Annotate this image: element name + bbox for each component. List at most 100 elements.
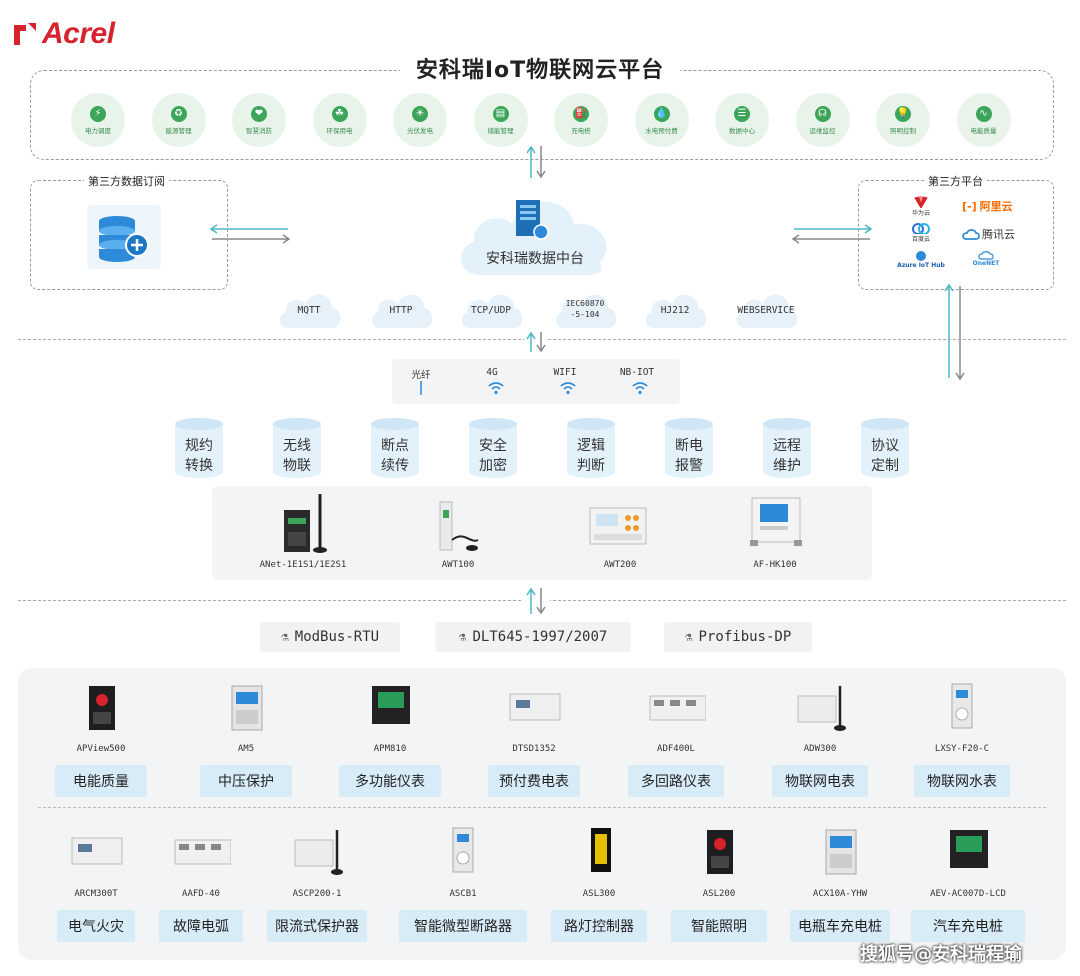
aliyun-cloud: [-]阿里云 bbox=[962, 199, 1013, 214]
function-item: 远程维护 bbox=[763, 418, 811, 478]
cloud-icon bbox=[645, 294, 707, 328]
device-category-tag[interactable]: 路灯控制器 bbox=[551, 910, 647, 942]
function-label: 协议定制 bbox=[861, 436, 909, 476]
device-category-tag[interactable]: 物联网水表 bbox=[914, 765, 1010, 797]
platform-module[interactable]: ⛽ 充电桩 bbox=[554, 93, 608, 147]
device-category-tag[interactable]: 故障电弧 bbox=[159, 910, 243, 942]
brand-name: Acrel bbox=[42, 17, 115, 50]
device-category-tag[interactable]: 智能照明 bbox=[671, 910, 767, 942]
module-icon: ⛽ bbox=[573, 105, 589, 122]
platform-module[interactable]: ♻ 能源管理 bbox=[151, 93, 206, 147]
vertical-arrows-icon bbox=[944, 283, 965, 381]
device-category-tag[interactable]: 智能微型断路器 bbox=[399, 910, 527, 942]
device-model: ASCP200-1 bbox=[292, 889, 342, 899]
cloud-icon bbox=[461, 294, 523, 328]
device-category-tag[interactable]: 电瓶车充电桩 bbox=[790, 910, 890, 942]
device-image bbox=[951, 683, 973, 729]
cylinder-icon bbox=[567, 418, 615, 478]
module-label: 环保用电 bbox=[326, 126, 353, 135]
cylinder-icon bbox=[273, 418, 321, 478]
platform-title-wrap: 安科瑞IoT物联网云平台 bbox=[0, 52, 1080, 84]
module-label: 储能管理 bbox=[487, 126, 514, 135]
platform-module[interactable]: ⚡电力调度 bbox=[71, 93, 125, 147]
wifi-icon bbox=[632, 382, 648, 395]
gateway-model: AWT200 bbox=[603, 560, 637, 570]
cloud-icon bbox=[555, 294, 617, 328]
wifi-icon bbox=[488, 382, 504, 395]
device-category-tag[interactable]: 中压保护 bbox=[200, 765, 292, 797]
function-item: 断点续传 bbox=[371, 418, 419, 478]
module-icon: ☊ bbox=[814, 105, 831, 122]
platform-module[interactable]: ☘环保用电 bbox=[312, 93, 367, 147]
divider-devices bbox=[38, 807, 1046, 808]
platform-module[interactable]: ☊运维监控 bbox=[795, 93, 850, 147]
platform-module[interactable]: ☰数据中心 bbox=[715, 93, 769, 147]
cylinder-icon bbox=[763, 418, 811, 478]
function-label-line: 判断 bbox=[577, 458, 605, 474]
platform-module[interactable]: ❤智慧消防 bbox=[232, 93, 286, 147]
iot-platform-panel: ⚡电力调度 ♻ 能源管理 ❤智慧消防 ☘环保用电 ☀光伏发电 ▤储能管理 ⛽ 充电桩 💧水电预付费… bbox=[30, 70, 1054, 160]
module-icon: ☰ bbox=[734, 105, 750, 122]
module-icon: ☀ bbox=[412, 105, 428, 122]
gateway-model: ANet-1E1S1/1E2S1 bbox=[259, 560, 347, 570]
network-nb-iot: NB-IOT bbox=[619, 367, 655, 378]
fiber-icon bbox=[420, 381, 422, 395]
cylinder-icon bbox=[175, 418, 223, 478]
protocol-label: WEBSERVICE bbox=[737, 305, 795, 316]
protocol-label: HJ212 bbox=[660, 305, 690, 316]
module-icon: ♻ bbox=[170, 105, 187, 122]
platform-title: 安科瑞IoT物联网云平台 bbox=[399, 52, 681, 84]
device-model: AAFD-40 bbox=[182, 889, 220, 899]
brand-logo: Acrel bbox=[12, 14, 115, 54]
network-wifi: WIFI bbox=[553, 367, 577, 378]
function-label-line: 加密 bbox=[479, 458, 507, 474]
function-item: 协议定制 bbox=[861, 418, 909, 478]
device-image bbox=[797, 686, 846, 731]
platform-module[interactable]: ☀光伏发电 bbox=[393, 93, 447, 147]
anet-gateway-image bbox=[284, 494, 327, 553]
platform-module[interactable]: ∿电能质量 bbox=[956, 93, 1011, 147]
huawei-cloud: 华为云 bbox=[906, 196, 936, 217]
function-label-line: 协议 bbox=[871, 438, 899, 454]
bus-modbus: ⚗ModBus-RTU bbox=[260, 622, 400, 652]
network-fiber: 光纤 bbox=[411, 370, 431, 381]
device-category-tag[interactable]: 多功能仪表 bbox=[339, 765, 441, 797]
device-category-tag[interactable]: 预付费电表 bbox=[488, 765, 580, 797]
sync-arrows-icon bbox=[522, 586, 550, 616]
device-model: AEV-AC007D-LCD bbox=[930, 889, 1006, 899]
function-label-line: 安全 bbox=[479, 438, 507, 454]
module-label: 能源管理 bbox=[165, 126, 192, 135]
protocol-label: IEC60870 -5-104 bbox=[565, 299, 605, 319]
acrel-logo-icon bbox=[12, 21, 38, 47]
third-party-panel bbox=[858, 180, 1054, 290]
function-item: 逻辑判断 bbox=[567, 418, 615, 478]
device-category-tag[interactable]: 电能质量 bbox=[55, 765, 147, 797]
protocol-cloud: TCP/UDP bbox=[458, 284, 524, 330]
device-image bbox=[591, 828, 611, 872]
device-category-tag[interactable]: 汽车充电桩 bbox=[911, 910, 1025, 942]
device-category-tag[interactable]: 限流式保护器 bbox=[267, 910, 367, 942]
third-party-arrows-icon bbox=[791, 224, 873, 244]
sync-arrows-icon bbox=[524, 330, 548, 354]
function-label: 规约转换 bbox=[175, 436, 223, 476]
third-party-title: 第三方平台 bbox=[924, 173, 987, 189]
server-icon bbox=[516, 200, 549, 240]
module-label: 充电桩 bbox=[571, 126, 591, 135]
device-category-tag[interactable]: 物联网电表 bbox=[772, 765, 868, 797]
platform-module[interactable]: 💡照明控制 bbox=[876, 93, 930, 147]
onenet: OneNET bbox=[966, 250, 1006, 267]
device-category-tag[interactable]: 多回路仪表 bbox=[628, 765, 724, 797]
protocol-label: TCP/UDP bbox=[470, 305, 512, 316]
tencent-cloud-icon bbox=[962, 229, 980, 240]
link-icon: ⚗ bbox=[684, 629, 693, 645]
module-label: 照明控制 bbox=[890, 126, 916, 135]
function-label-line: 逻辑 bbox=[577, 438, 605, 454]
platform-module[interactable]: ▤储能管理 bbox=[473, 93, 528, 147]
platform-module[interactable]: 💧水电预付费 bbox=[634, 93, 689, 147]
device-category-tag[interactable]: 电气火灾 bbox=[57, 910, 135, 942]
function-label-line: 转换 bbox=[185, 458, 213, 474]
device-image bbox=[950, 830, 988, 868]
cloud-icon bbox=[736, 294, 798, 328]
protocol-label: HTTP bbox=[389, 305, 413, 316]
aliyun-icon: [-] bbox=[962, 199, 977, 213]
